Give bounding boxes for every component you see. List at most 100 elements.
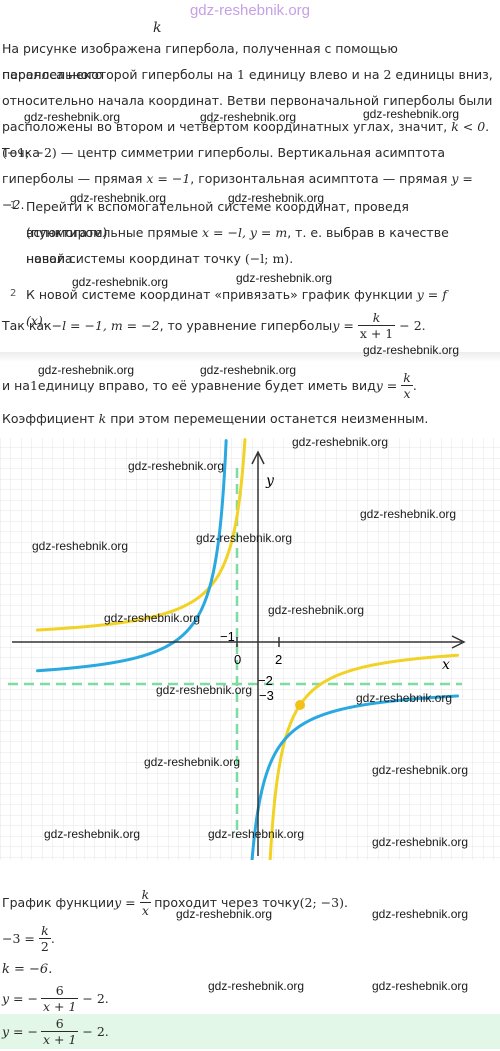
coef-line: Коэффициент k при этом перемещении остан… [2, 406, 496, 432]
watermark: gdz-reshebnik.org [372, 907, 469, 921]
denominator: x [401, 384, 413, 401]
math: y = − [2, 990, 38, 1006]
denominator: x [139, 901, 152, 918]
solution-line-3: k = −6. [2, 962, 53, 977]
watermark: gdz-reshebnik.org [44, 827, 141, 841]
watermark: gdz-reshebnik.org [268, 603, 365, 617]
watermark: gdz-reshebnik.org [208, 979, 305, 993]
watermark: gdz-reshebnik.org [372, 979, 469, 993]
math: − 2. [82, 990, 109, 1006]
tick-label-minus2: −2 [258, 673, 273, 688]
text: . [42, 313, 47, 328]
watermark: gdz-reshebnik.org [144, 755, 241, 769]
watermark: gdz-reshebnik.org [104, 611, 201, 625]
math: −l = −1, m = −2 [51, 317, 160, 333]
text: , т. е. выбрав в качестве начала [26, 225, 449, 266]
text: проходит через точку [154, 894, 300, 910]
text: новой системы координат точку [26, 251, 245, 266]
watermark: gdz-reshebnik.org [70, 191, 167, 205]
tick-label-minus1: −1 [220, 629, 235, 644]
watermark: gdz-reshebnik.org [200, 363, 297, 377]
numerator: k [403, 369, 411, 385]
step-1-line-2: вспомогательные прямые x = −l, y = m, т.… [26, 220, 466, 272]
text: единицу влево и на [244, 67, 384, 82]
math: 1 [236, 67, 245, 82]
step-1-line-3: новой системы координат точку (−l; m). [26, 246, 466, 272]
intro-line-1: На рисунке изображена гипербола, получен… [2, 41, 398, 82]
math: − 2. [82, 1023, 109, 1039]
math: y = [114, 894, 136, 910]
watermark: gdz-reshebnik.org [176, 907, 273, 921]
math: 2 [383, 67, 392, 82]
text: График функции [2, 894, 115, 910]
text: и на [2, 377, 30, 393]
blue-curve-left-branch [36, 439, 228, 673]
watermark-top: gdz-reshebnik.org [189, 2, 311, 19]
watermark: gdz-reshebnik.org [228, 191, 325, 205]
step-2-line: К новой системе координат «привязать» гр… [26, 282, 466, 334]
math: 1 [29, 377, 38, 393]
intro-line-6: гиперболы — прямая x = −1, горизонтальна… [2, 166, 496, 218]
watermark: gdz-reshebnik.org [360, 507, 457, 521]
math: k [98, 411, 107, 426]
math: y = −2 [2, 171, 473, 212]
math: (−1; −2) [2, 145, 57, 160]
step-2-number: 2 [10, 288, 17, 299]
text: . [50, 930, 55, 946]
text: Так как [2, 317, 52, 333]
intro-line-5: (−1; −2) — центр симметрии гиперболы. Ве… [2, 140, 496, 166]
tick-label-zero: 0 [234, 652, 241, 667]
step-1-number: 1 [10, 200, 17, 211]
watermark: gdz-reshebnik.org [363, 107, 460, 121]
text: . [343, 894, 348, 910]
answer-highlight [0, 1014, 500, 1049]
text: . [412, 377, 417, 393]
watermark: gdz-reshebnik.org [128, 459, 225, 473]
watermark: gdz-reshebnik.org [372, 763, 469, 777]
text: при этом перемещении останется неизменны… [106, 411, 429, 426]
tick-label-minus3: −3 [259, 688, 274, 703]
watermark: gdz-reshebnik.org [372, 835, 469, 849]
watermark: gdz-reshebnik.org [363, 343, 460, 357]
math: y = − [2, 1023, 38, 1039]
grid-background [0, 438, 500, 860]
x-axis-arrow [451, 635, 466, 649]
intro-line-2: переноса некоторой гиперболы на 1 единиц… [2, 62, 496, 88]
math: (2; −3) [299, 894, 344, 910]
watermark: gdz-reshebnik.org [236, 271, 333, 285]
watermark: gdz-reshebnik.org [156, 683, 253, 697]
math: − 2. [399, 317, 426, 333]
numerator: k [372, 309, 381, 325]
denominator: 2 [38, 937, 51, 954]
x-axis-label: x [442, 657, 450, 673]
math: x = −1 [146, 171, 191, 186]
numerator: 6 [55, 982, 64, 998]
text: единицу вправо, то её уравнение будет им… [37, 377, 376, 393]
denominator: x + 1 [357, 324, 396, 341]
marked-point [295, 700, 305, 710]
text: , горизонтальная асимптота — прямая [190, 171, 452, 186]
since-line: Так как −l = −1, m = −2 , то уравнение г… [2, 306, 498, 344]
watermark: gdz-reshebnik.org [72, 275, 169, 289]
math: x = −l, y = m [202, 225, 288, 240]
blue-curve-right-branch [249, 694, 459, 873]
step-1-line-1: Перейти к вспомогательной системе коорди… [26, 199, 409, 240]
text: . Точка [2, 119, 490, 160]
math: y = [332, 317, 354, 333]
text: гиперболы — прямая [2, 171, 147, 186]
numerator: k [41, 922, 49, 938]
watermark: gdz-reshebnik.org [356, 691, 453, 705]
text: — центр симметрии гиперболы. Вертикальна… [56, 145, 446, 160]
watermark: gdz-reshebnik.org [200, 110, 297, 124]
math: y = [375, 377, 398, 393]
intro-line-4: расположены во втором и четвёртом коорди… [2, 114, 496, 166]
graph-svg: x y 0 −1 2 −2 −3 [0, 438, 500, 873]
denominator: x + 1 [40, 1030, 79, 1047]
move-line: и на 1 единицу вправо, то её уравнение б… [2, 366, 498, 404]
